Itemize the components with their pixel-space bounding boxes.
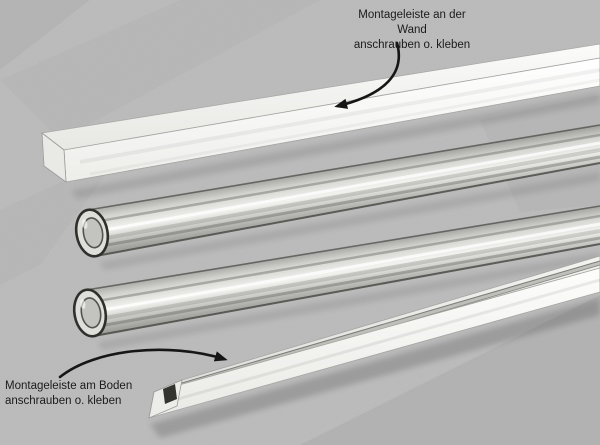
channel-groove-notch — [163, 384, 177, 404]
glass-tube-upper — [74, 124, 600, 258]
curved-arrow-to-wall-rail — [334, 41, 401, 109]
annotation-wall-rail: Montageleiste an der Wand anschrauben o.… — [353, 9, 471, 51]
annotation-arrows — [58, 41, 401, 379]
glass-tube-lower — [72, 205, 600, 338]
wall-mounting-rail — [41, 43, 600, 183]
tube-end-lower — [72, 288, 108, 338]
tube-end-upper — [74, 208, 110, 258]
floor-mounting-rail — [148, 255, 600, 419]
cast-shadows — [72, 92, 600, 438]
annotation-floor-rail: Montageleiste am Boden anschrauben o. kl… — [5, 380, 133, 407]
curved-arrow-to-floor-rail — [58, 348, 228, 379]
